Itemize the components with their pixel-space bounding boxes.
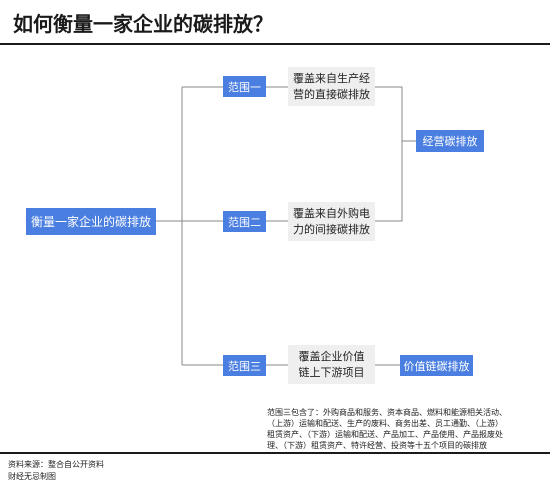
title-rule xyxy=(0,43,550,45)
value-chain-emissions-node: 价值链碳排放 xyxy=(400,355,473,376)
scope-2-label-text: 范围二 xyxy=(228,215,261,229)
root-node-label: 衡量一家企业的碳排放 xyxy=(30,215,151,229)
scope-2-description: 覆盖来自外购电 力的间接碳排放 xyxy=(288,202,375,241)
scope-1-label-text: 范围一 xyxy=(228,80,261,94)
scope-1-label: 范围一 xyxy=(223,76,266,97)
value-chain-emissions-label: 价值链碳排放 xyxy=(403,359,470,373)
scope-3-label: 范围三 xyxy=(223,355,266,376)
footer-rule xyxy=(0,452,550,454)
page-title: 如何衡量一家企业的碳排放？ xyxy=(13,12,273,36)
scope-1-description: 覆盖来自生产经 营的直接碳排放 xyxy=(288,67,375,106)
connector-bracket-right xyxy=(375,86,403,222)
scope-3-note: 范围三包含了：外购商品和服务、资本商品、燃料和能源相关活动、 （上游）运输和配送… xyxy=(267,408,507,450)
scope-2-label: 范围二 xyxy=(223,211,266,232)
source-credit: 资料来源：整合自公开资料 财经无忌制图 xyxy=(8,460,104,481)
scope-3-description: 覆盖企业价值 链上下游项目 xyxy=(288,345,375,384)
operational-emissions-label: 经营碳排放 xyxy=(422,135,478,148)
scope-3-label-text: 范围三 xyxy=(228,359,261,373)
operational-emissions-node: 经营碳排放 xyxy=(416,130,484,152)
root-node: 衡量一家企业的碳排放 xyxy=(26,208,156,235)
